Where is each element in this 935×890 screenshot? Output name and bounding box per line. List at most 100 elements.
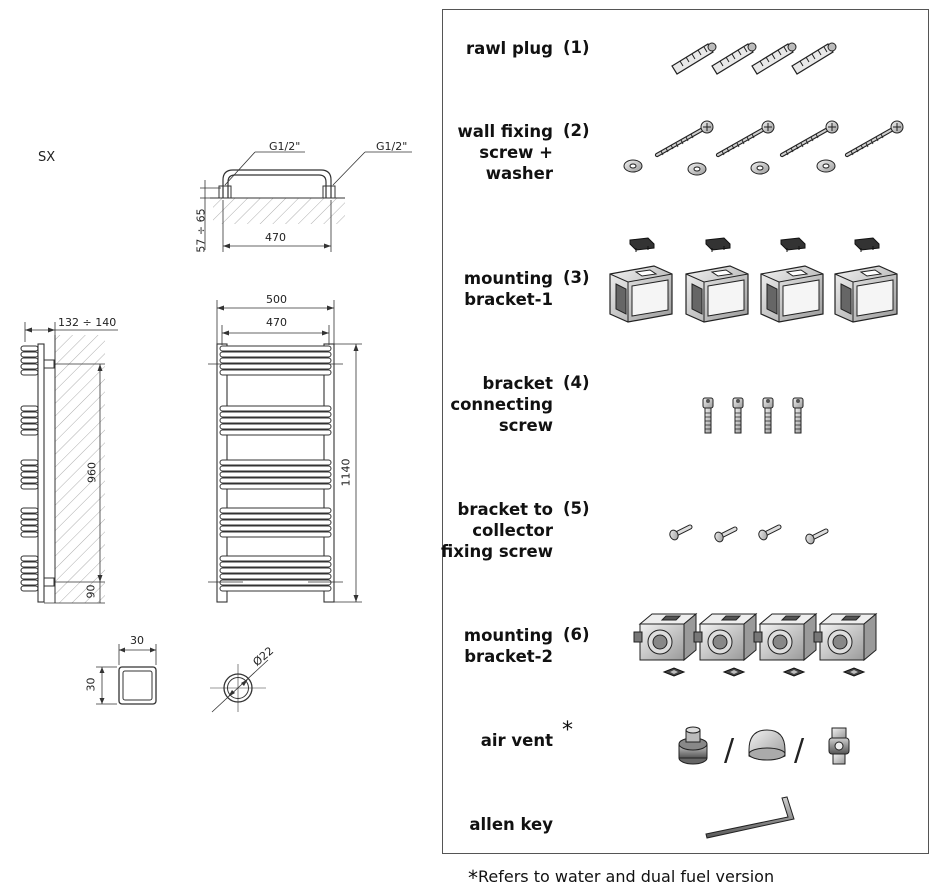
radiator-bar-side xyxy=(20,369,39,376)
rawl-plug-icon xyxy=(671,42,837,75)
radiator-bar-side xyxy=(20,507,39,514)
part-label-line: washer xyxy=(485,164,553,183)
part-label-line: collector xyxy=(472,521,553,540)
radiator-bar-side xyxy=(20,477,39,484)
parts-list-panel xyxy=(442,9,929,854)
part-label-line: mounting xyxy=(463,269,553,288)
radiator-bar xyxy=(219,411,332,418)
wall-screw-washer-icon xyxy=(623,121,903,176)
radiator-bar xyxy=(219,483,332,490)
radiator-bar-side xyxy=(20,531,39,538)
radiator-bar xyxy=(219,477,332,484)
part-number: (5) xyxy=(563,499,590,518)
allen-key-icon xyxy=(705,796,795,839)
radiator-bar xyxy=(219,579,332,586)
radiator-bar xyxy=(219,459,332,466)
radiator-bar-side xyxy=(20,423,39,430)
part-label-line: connecting xyxy=(450,395,553,414)
radiator-bar xyxy=(219,507,332,514)
radiator-bar xyxy=(219,525,332,532)
part-label: mounting bracket-1 xyxy=(464,268,553,310)
radiator-bar-side xyxy=(20,417,39,424)
air-vent-separator-1: / xyxy=(724,733,735,768)
radiator-bar-side xyxy=(20,357,39,364)
radiator-bar xyxy=(219,531,332,538)
radiator-bar-side xyxy=(20,483,39,490)
radiator-bar-side xyxy=(20,525,39,532)
air-vent-icon xyxy=(678,726,850,765)
radiator-bar xyxy=(219,567,332,574)
radiator-bar-side xyxy=(20,579,39,586)
part-number: (2) xyxy=(563,121,590,140)
radiator-bar-side xyxy=(20,363,39,370)
part-label-line: bracket xyxy=(482,374,553,393)
footnote-mark: * xyxy=(468,866,478,890)
radiator-bar xyxy=(219,345,332,352)
radiator-bar xyxy=(219,513,332,520)
part-label-line: fixing screw xyxy=(440,542,553,561)
radiator-bar xyxy=(219,561,332,568)
total-width-dimension: 500 xyxy=(266,293,287,306)
radiator-bar-side xyxy=(20,555,39,562)
radiator-bar xyxy=(219,555,332,562)
mounting-bracket-1-icon xyxy=(609,237,898,323)
pipe-spacing-dimension: 470 xyxy=(265,231,286,244)
radiator-bar xyxy=(219,351,332,358)
radiator-bar-side xyxy=(20,345,39,352)
part-label-line: bracket-1 xyxy=(464,290,553,309)
part-label: rawl plug xyxy=(466,38,553,59)
part-number: (6) xyxy=(563,625,590,644)
part-label-line: rawl plug xyxy=(466,39,553,58)
radiator-bar-side xyxy=(20,351,39,358)
part-label-line: wall fixing xyxy=(457,122,553,141)
radiator-bar-side xyxy=(20,561,39,568)
radiator-bar xyxy=(219,519,332,526)
radiator-bar xyxy=(219,573,332,580)
part-label-line: air vent xyxy=(480,731,553,750)
model-label: SX xyxy=(38,150,56,165)
part-label: wall fixing screw + washer xyxy=(457,121,553,184)
radiator-bar xyxy=(219,357,332,364)
part-label-line: allen key xyxy=(469,815,553,834)
radiator-bar-side xyxy=(20,513,39,520)
radiator-bar-side xyxy=(20,519,39,526)
radiator-bar-side xyxy=(20,459,39,466)
part-number: (4) xyxy=(563,373,590,392)
part-number: (3) xyxy=(563,268,590,287)
square-width-dimension: 30 xyxy=(130,634,144,647)
radiator-bar-side xyxy=(20,471,39,478)
part-label-line: screw + xyxy=(479,143,553,162)
radiator-bar xyxy=(219,429,332,436)
radiator-bar xyxy=(219,369,332,376)
radiator-bar-side xyxy=(20,573,39,580)
thread-right-label: G1/2" xyxy=(376,140,408,153)
mounting-bracket-2-icon xyxy=(633,613,877,677)
part-number: * xyxy=(562,718,573,743)
air-vent-separator-2: / xyxy=(794,733,805,768)
axis-width-dimension: 470 xyxy=(266,316,287,329)
thread-left-label: G1/2" xyxy=(269,140,301,153)
radiator-bar-side xyxy=(20,567,39,574)
radiator-bar xyxy=(219,471,332,478)
radiator-bar xyxy=(219,417,332,424)
radiator-bar-side xyxy=(20,465,39,472)
part-label: air vent xyxy=(481,730,553,751)
part-label-line: screw xyxy=(498,416,553,435)
part-label-line: bracket-2 xyxy=(464,647,553,666)
part-label: bracket connecting screw xyxy=(450,373,553,436)
radiator-bar-side xyxy=(20,411,39,418)
radiator-bar xyxy=(219,423,332,430)
collector-screw-icon xyxy=(668,527,826,545)
radiator-bar-side xyxy=(20,585,39,592)
radiator-bar xyxy=(219,585,332,592)
radiator-bar-side xyxy=(20,429,39,436)
radiator-bar xyxy=(219,405,332,412)
